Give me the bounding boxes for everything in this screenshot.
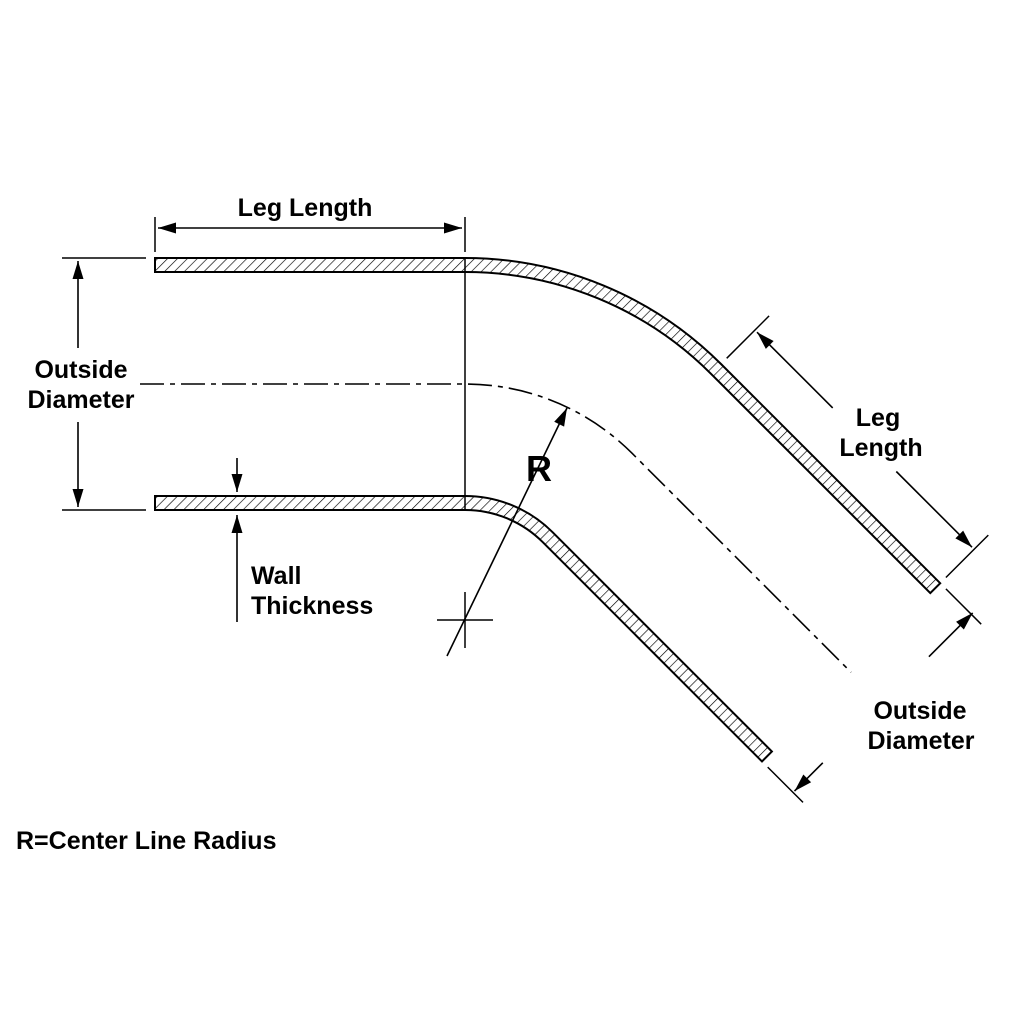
extension-line [726, 315, 770, 359]
leg-length-right-label-line1: Leg [856, 404, 900, 432]
outside-diameter-right-label-line2: Diameter [868, 727, 975, 755]
wall-thickness-callout: Wall Thickness [231, 458, 373, 622]
outside-diameter-dimension-left: Outside Diameter [28, 257, 146, 511]
wall-thickness-label-line1: Wall [251, 562, 301, 590]
radius-callout: R [437, 407, 568, 657]
dimension-arrow [793, 762, 824, 792]
elbow-tube [140, 257, 942, 763]
leg-length-dimension-top: Leg Length [154, 194, 466, 252]
center-line [140, 383, 852, 673]
dimension-arrow [756, 331, 834, 409]
tube-bottom-wall-hatch [154, 495, 774, 763]
wall-thickness-label-line2: Thickness [251, 592, 373, 620]
radius-leader-arrow [446, 407, 568, 657]
outside-diameter-dimension-right: Outside Diameter [767, 588, 982, 803]
outside-diameter-left-label-line2: Diameter [28, 386, 135, 414]
legend-text: R=Center Line Radius [16, 827, 276, 855]
extension-line [945, 534, 989, 579]
dimension-arrow [895, 470, 973, 548]
extension-line [945, 588, 982, 625]
leg-length-dimension-right: Leg Length [726, 315, 989, 579]
leg-length-top-label: Leg Length [238, 194, 373, 222]
outside-diameter-right-label-line1: Outside [873, 697, 966, 725]
dimension-arrow [928, 612, 974, 658]
outside-diameter-left-label-line1: Outside [34, 356, 127, 384]
leg-length-right-label-line2: Length [839, 434, 922, 462]
radius-label: R [526, 448, 552, 489]
tube-top-wall-hatch [154, 257, 942, 595]
extension-line [767, 766, 804, 803]
